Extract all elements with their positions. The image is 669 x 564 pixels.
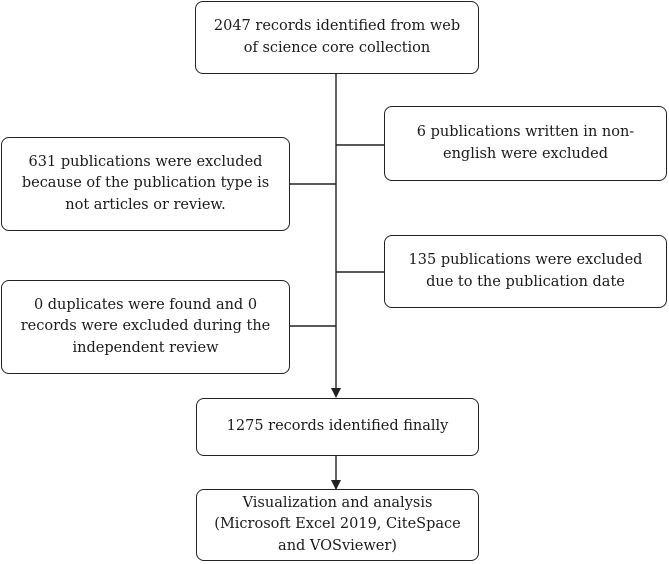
exclusion-nonenglish-text: 6 publications written in non-english we…: [416, 124, 635, 162]
exclusion-date-box: 135 publications were excluded due to th…: [384, 235, 667, 308]
exclusion-nonenglish-box: 6 publications written in non-english we…: [384, 106, 667, 181]
start-records-text: 2047 records identified from web of scie…: [213, 18, 461, 56]
exclusion-date-text: 135 publications were excluded due to th…: [408, 252, 643, 290]
start-records-box: 2047 records identified from web of scie…: [195, 1, 479, 74]
exclusion-type-text: 631 publications were excluded because o…: [21, 154, 270, 213]
final-records-box: 1275 records identified finally: [196, 398, 479, 456]
final-records-text: 1275 records identified finally: [226, 418, 449, 435]
exclusion-duplicates-text: 0 duplicates were found and 0 records we…: [20, 297, 271, 356]
analysis-box: Visualization and analysis (Microsoft Ex…: [196, 489, 479, 561]
arrow-to-final-records: [331, 388, 341, 398]
exclusion-duplicates-box: 0 duplicates were found and 0 records we…: [1, 280, 290, 374]
exclusion-type-box: 631 publications were excluded because o…: [1, 137, 290, 231]
arrow-to-analysis: [331, 480, 341, 490]
analysis-text: Visualization and analysis (Microsoft Ex…: [214, 495, 461, 554]
